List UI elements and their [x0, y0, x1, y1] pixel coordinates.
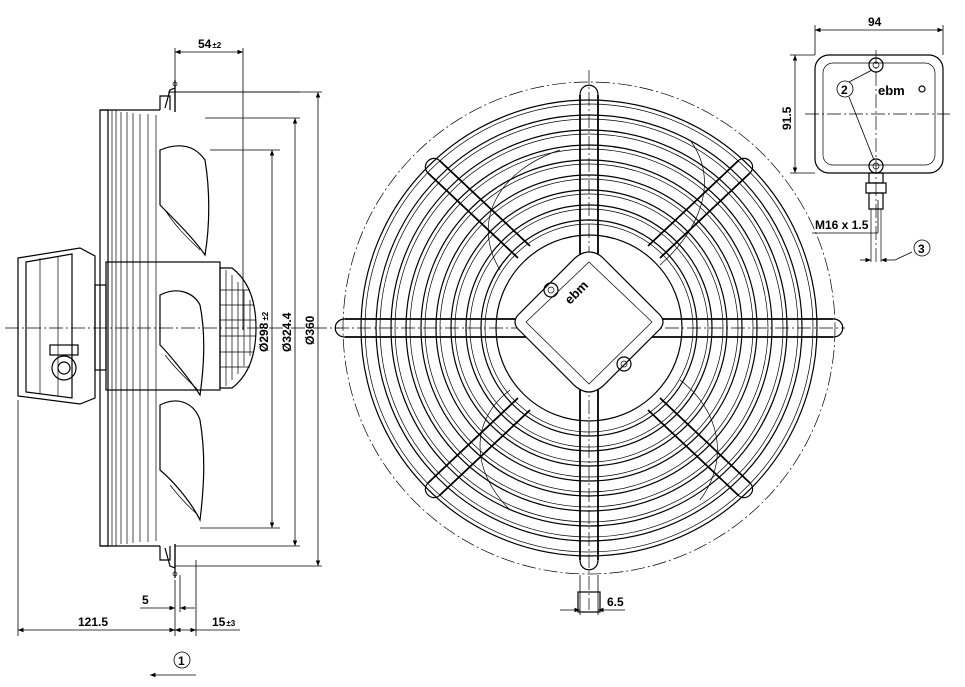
svg-text:2: 2: [841, 83, 848, 97]
airflow-callout: 1: [150, 651, 196, 678]
dim-box-width: 94: [868, 15, 882, 29]
bolt-circle: [342, 81, 836, 575]
front-terminal-box: ebm: [514, 251, 664, 393]
dim-flange-offset: 5: [142, 593, 149, 607]
dim-mount-offset: 15±3: [212, 615, 236, 629]
dim-box-height: 91.5: [780, 106, 794, 130]
screw-top: [868, 57, 884, 73]
box-logo: ebm: [878, 83, 905, 98]
dim-overall-length: 121.5: [78, 615, 108, 629]
gland-callout: 3: [860, 239, 931, 263]
svg-text:1: 1: [178, 654, 185, 668]
side-view: Ø298±2 Ø324.4 Ø360 54±2 121.5 5 15±3 1: [5, 37, 340, 678]
dim-motor-depth: 54±2: [198, 37, 222, 51]
dim-foot-width: 6.5: [607, 595, 624, 609]
guard-rings: [360, 99, 818, 557]
side-guard: [99, 80, 178, 578]
front-blades: [479, 139, 718, 511]
cable-gland: [865, 172, 887, 262]
dim-bolt-circle: Ø324.4: [280, 312, 294, 352]
side-blades: [159, 145, 210, 523]
dim-guard-diameter: Ø360: [303, 315, 317, 345]
svg-text:3: 3: [918, 242, 925, 256]
terminal-box-view: ebm 2 94 91.5 M16 x 1.5 3: [780, 15, 950, 265]
side-motor: [105, 261, 257, 391]
screws-callout: 2: [836, 69, 875, 161]
front-view: ebm 6.5: [334, 70, 845, 615]
dim-cable-gland: M16 x 1.5: [815, 218, 869, 232]
dim-impeller-diameter: Ø298±2: [257, 311, 271, 352]
side-terminal-box: [17, 247, 107, 405]
